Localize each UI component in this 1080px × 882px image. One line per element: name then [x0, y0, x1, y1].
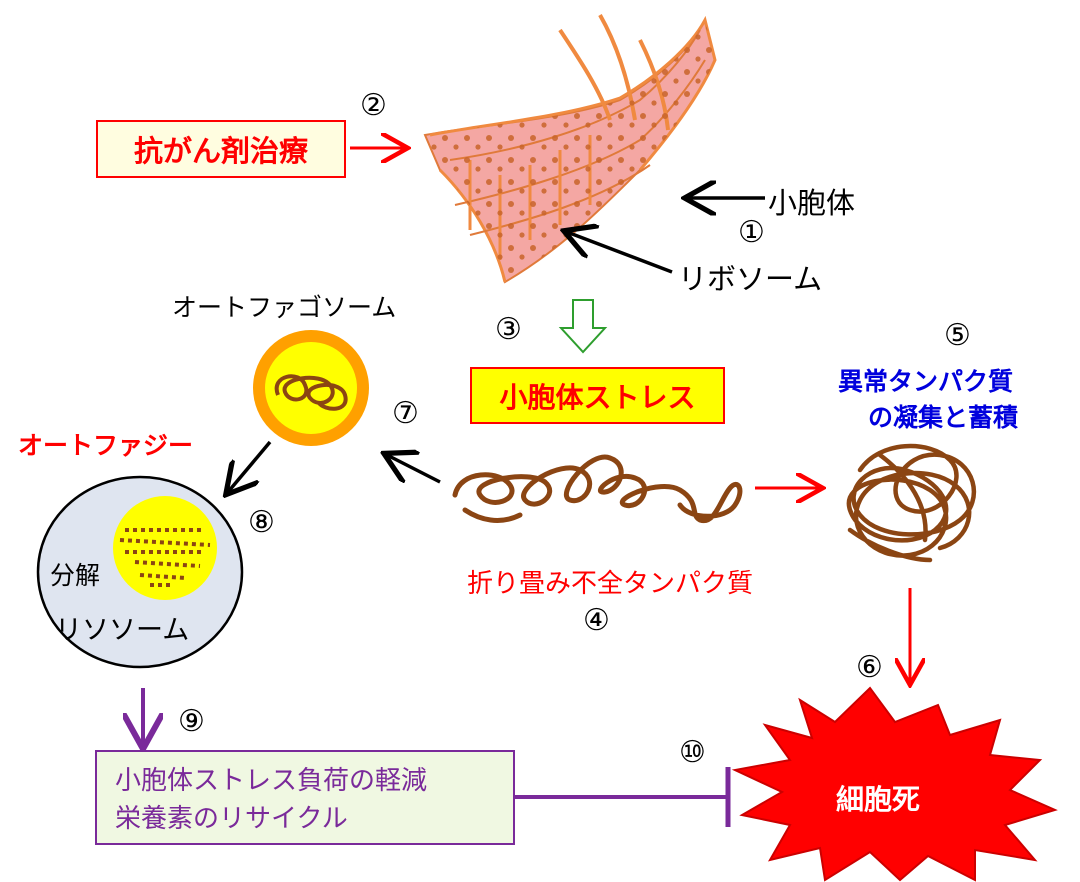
aggregate-label-line2: の凝集と蓄積: [868, 403, 1019, 432]
label-number-2: ②: [360, 88, 387, 123]
autophagy-label: オートファジー: [18, 431, 194, 460]
outcome-box: 小胞体ストレス負荷の軽減 栄養素のリサイクル: [95, 750, 515, 845]
cell-death-label: 細胞死: [836, 783, 921, 816]
aggregate-tangle: [846, 443, 977, 563]
label-number-7: ⑦: [392, 396, 419, 431]
treatment-box: 抗がん剤治療: [96, 120, 346, 178]
label-number-10: ⑩: [679, 735, 706, 770]
cell-death-burst: [731, 686, 1058, 882]
degradation-label: 分解: [50, 561, 101, 590]
label-number-1: ①: [738, 215, 765, 250]
autophagy-arrow: [228, 440, 272, 492]
label-number-6: ⑥: [856, 650, 883, 685]
er-label: 小胞体: [768, 186, 856, 220]
er-stress-down-arrow: [558, 299, 608, 354]
to-autophagosome-arrow: [387, 455, 441, 484]
ribosome-label: リボソーム: [678, 262, 823, 296]
label-number-3: ③: [495, 312, 522, 347]
autophagosome-label: オートファゴソーム: [172, 293, 397, 322]
label-number-5: ⑤: [944, 318, 971, 353]
er-stress-label: 小胞体ストレス: [499, 380, 696, 414]
outcome-line2: 栄養素のリサイクル: [115, 804, 348, 834]
er-stress-box: 小胞体ストレス: [470, 367, 725, 424]
endoplasmic-reticulum-illustration: [423, 14, 717, 284]
autophagosome: [253, 330, 369, 446]
outcome-line1: 小胞体ストレス負荷の軽減: [115, 766, 428, 796]
misfolded-protein-squiggle: [452, 454, 743, 524]
label-number-9: ⑨: [178, 704, 205, 739]
label-number-8: ⑧: [248, 505, 275, 540]
label-number-4: ④: [583, 603, 610, 638]
treatment-label: 抗がん剤治療: [133, 134, 308, 168]
aggregate-label-line1: 異常タンパク質: [838, 367, 1014, 396]
lysosome-label: リソソーム: [55, 615, 190, 646]
misfolded-protein-label: 折り畳み不全タンパク質: [467, 569, 754, 599]
lysosome: [36, 475, 244, 669]
ribosome-pointer-arrow: [567, 232, 673, 274]
